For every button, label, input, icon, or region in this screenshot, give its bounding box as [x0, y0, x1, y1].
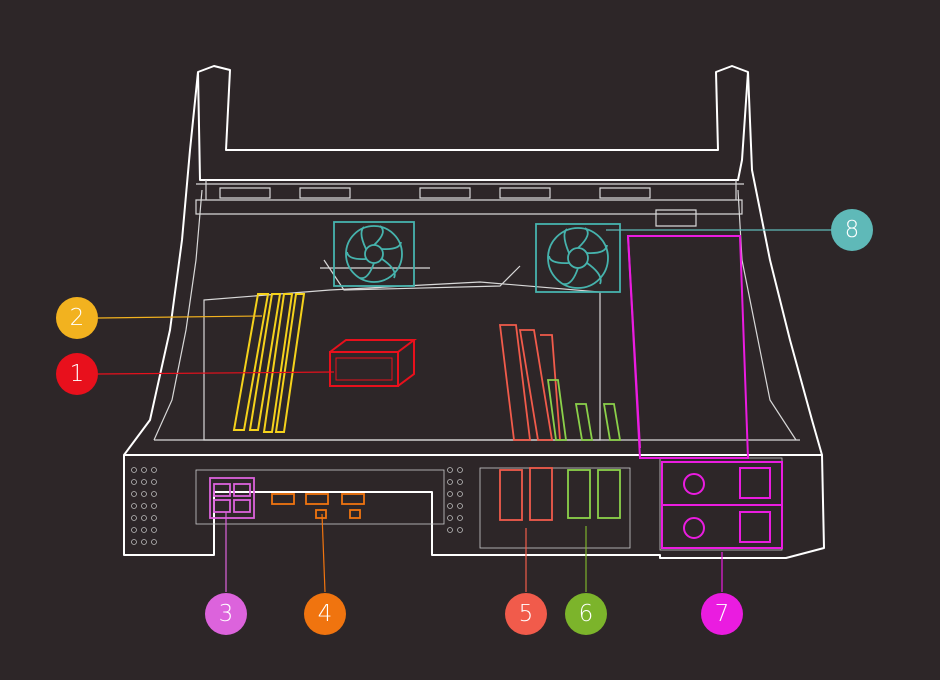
fans-highlight	[333, 221, 621, 293]
expansion-slots-green-highlight	[546, 379, 622, 519]
callout-4-label: 4	[318, 601, 333, 627]
cpu-highlight	[329, 339, 417, 387]
callout-7: 7	[701, 593, 743, 635]
leader-lines	[97, 229, 832, 593]
callout-2-label: 2	[70, 305, 85, 331]
expansion-slots-highlight	[498, 324, 561, 521]
callouts: 1 2 3 4 5 6 7 8	[56, 209, 873, 635]
callout-2: 2	[56, 297, 98, 339]
power-supply-highlight	[626, 235, 783, 549]
memory-slots-highlight	[232, 293, 306, 433]
callout-7-label: 7	[715, 601, 730, 627]
callout-3: 3	[205, 593, 247, 635]
callout-8: 8	[831, 209, 873, 251]
rear-io-ports-highlight	[271, 493, 365, 519]
callout-6: 6	[565, 593, 607, 635]
fan-right	[535, 223, 621, 293]
callout-4: 4	[304, 593, 346, 635]
callout-1: 1	[56, 353, 98, 395]
fan-left	[333, 221, 415, 287]
callout-1-label: 1	[70, 361, 85, 387]
callout-5: 5	[505, 593, 547, 635]
callout-6-label: 6	[579, 601, 594, 627]
callout-3-label: 3	[219, 601, 234, 627]
leader-line-2	[97, 315, 263, 319]
rear-io-lan-highlight	[209, 477, 255, 519]
callout-5-label: 5	[519, 601, 534, 627]
leader-line-1	[97, 371, 335, 375]
leader-line-4	[321, 513, 326, 593]
chassis-inner-walls	[153, 180, 800, 441]
chassis-frame	[123, 65, 825, 559]
callout-8-label: 8	[845, 217, 860, 243]
